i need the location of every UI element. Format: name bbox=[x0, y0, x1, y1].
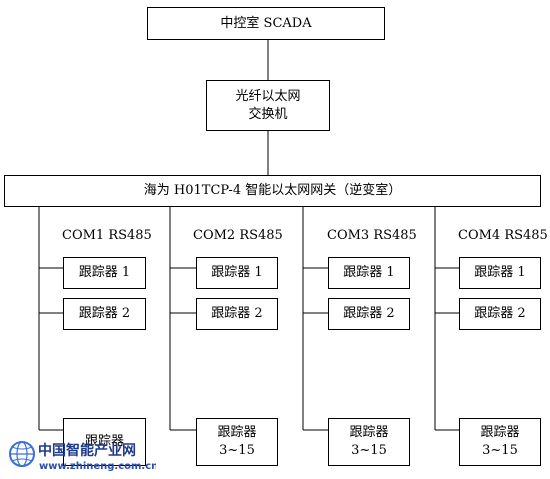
com3-tracker-3-15: 跟踪器 3~15 bbox=[328, 418, 410, 466]
com3-port-label: COM3 RS485 bbox=[327, 228, 417, 243]
switch-box: 光纤以太网 交换机 bbox=[206, 80, 330, 131]
watermark-title: 中国智能产业网 bbox=[38, 442, 136, 459]
tracker-label-line2: 3~15 bbox=[219, 443, 255, 458]
tracker-label: 跟踪器 1 bbox=[474, 265, 526, 280]
watermark-url: www.zhineng.com.cn bbox=[39, 461, 156, 472]
com4-tracker-1: 跟踪器 1 bbox=[459, 257, 541, 289]
com4-port-label: COM4 RS485 bbox=[458, 228, 548, 243]
tracker-label-line1: 跟踪器 bbox=[480, 425, 520, 440]
com4-tracker-2: 跟踪器 2 bbox=[459, 298, 541, 330]
tracker-label: 跟踪器 2 bbox=[211, 306, 263, 321]
tracker-label-line1: 跟踪器 bbox=[349, 425, 389, 440]
tracker-label: 跟踪器 1 bbox=[211, 265, 263, 280]
com1-tracker-2: 跟踪器 2 bbox=[63, 298, 146, 330]
tracker-label: 跟踪器 1 bbox=[78, 265, 131, 280]
scada-label: 中控室 SCADA bbox=[220, 15, 312, 31]
com1-tracker-3-15: 跟踪器 bbox=[63, 418, 146, 466]
com1-port-label: COM1 RS485 bbox=[62, 228, 152, 243]
tracker-label: 跟踪器 1 bbox=[343, 265, 395, 280]
com2-port-label: COM2 RS485 bbox=[193, 228, 283, 243]
gateway-box: 海为 H01TCP-4 智能以太网网关（逆变室） bbox=[4, 175, 541, 207]
com2-tracker-1: 跟踪器 1 bbox=[196, 257, 278, 289]
gateway-label: 海为 H01TCP-4 智能以太网网关（逆变室） bbox=[143, 183, 402, 198]
com4-tracker-3-15: 跟踪器 3~15 bbox=[459, 418, 541, 466]
tracker-label: 跟踪器 2 bbox=[78, 306, 131, 321]
com3-tracker-2: 跟踪器 2 bbox=[328, 298, 410, 330]
com1-tracker-1: 跟踪器 1 bbox=[63, 257, 146, 289]
tracker-label: 跟踪器 2 bbox=[474, 306, 526, 321]
switch-label-line1: 光纤以太网 bbox=[235, 88, 301, 104]
com2-tracker-2: 跟踪器 2 bbox=[196, 298, 278, 330]
tracker-label-line2: 3~15 bbox=[351, 443, 387, 458]
globe-icon bbox=[9, 441, 35, 467]
com2-tracker-3-15: 跟踪器 3~15 bbox=[196, 418, 278, 466]
scada-box: 中控室 SCADA bbox=[147, 7, 385, 40]
com3-tracker-1: 跟踪器 1 bbox=[328, 257, 410, 289]
tracker-label-line2: 3~15 bbox=[482, 443, 518, 458]
site-watermark: 中国智能产业网 www.zhineng.com.cn bbox=[9, 441, 156, 472]
tracker-label-line1: 跟踪器 bbox=[217, 425, 257, 440]
tracker-label: 跟踪器 2 bbox=[343, 306, 395, 321]
tracker-label-line1: 跟踪器 bbox=[84, 434, 124, 449]
switch-label-line2: 交换机 bbox=[248, 106, 288, 122]
